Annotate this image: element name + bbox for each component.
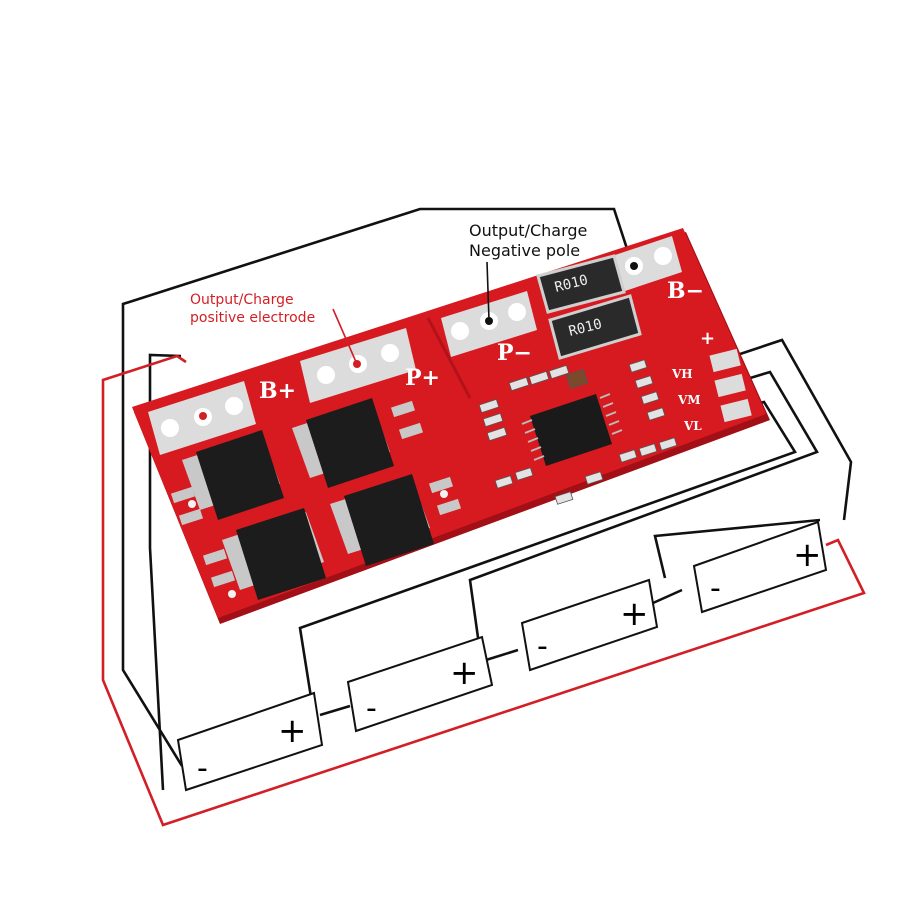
battery-3: - + <box>520 578 659 672</box>
wire-negative <box>121 207 634 767</box>
mosfet-1 <box>170 430 284 526</box>
annotation-negative: Output/Charge Negative pole <box>469 221 587 321</box>
annotation-positive-line2: positive electrode <box>190 310 315 326</box>
battery-2: - + <box>346 635 494 733</box>
battery-1-pos: + <box>278 711 307 751</box>
battery-1: - + <box>176 691 324 792</box>
shunt-resistor-2-label: R010 <box>567 316 604 340</box>
silk-p-plus: P+ <box>405 365 440 391</box>
silk-vl: VL <box>683 419 702 433</box>
link-1-2 <box>319 704 351 717</box>
battery-3-pos: + <box>620 594 649 634</box>
shunt-resistor-1: R010 <box>536 254 626 314</box>
annotation-negative-line2: Negative pole <box>469 241 580 260</box>
silk-sense-plus: + <box>700 328 715 349</box>
link-2-3 <box>485 648 519 662</box>
pad-p-plus <box>300 328 416 403</box>
mosfet-4 <box>330 474 462 566</box>
silk-vm: VM <box>677 393 701 407</box>
battery-3-neg: - <box>537 629 548 664</box>
wire-vh <box>721 338 853 521</box>
annotation-positive: Output/Charge positive electrode <box>190 292 357 363</box>
pad-b-minus <box>612 236 682 292</box>
pad-b-plus <box>148 381 256 455</box>
mosfet-2 <box>292 398 424 488</box>
pad-p-minus <box>441 291 537 357</box>
annotation-positive-line1: Output/Charge <box>190 292 294 308</box>
shunt-resistor-2: R010 <box>548 294 642 360</box>
protection-ic <box>521 393 623 466</box>
smd-components <box>478 359 678 505</box>
wire-b-plus <box>148 353 182 791</box>
sense-pads <box>709 348 752 423</box>
link-3-4 <box>652 588 683 605</box>
silk-b-plus: B+ <box>259 378 296 404</box>
mosfet-3 <box>202 508 326 600</box>
annotation-negative-line1: Output/Charge <box>469 221 587 240</box>
pcb-board: B+ P+ P− B− <box>132 228 770 624</box>
board-divider <box>426 317 472 399</box>
silk-p-minus: P− <box>497 340 532 366</box>
battery-1-neg: - <box>197 751 208 786</box>
battery-4-pos: + <box>793 535 822 575</box>
battery-4-neg: - <box>710 571 721 606</box>
silk-vh: VH <box>671 367 693 381</box>
wire-positive <box>101 354 866 827</box>
battery-2-pos: + <box>450 653 479 693</box>
battery-2-neg: - <box>366 691 377 726</box>
link-3-top <box>653 518 821 579</box>
battery-4: - + <box>692 520 828 614</box>
pcb-vias <box>188 490 448 598</box>
silk-b-minus: B− <box>667 278 704 304</box>
wire-vm <box>468 370 819 653</box>
shunt-resistor-1-label: R010 <box>553 272 590 296</box>
